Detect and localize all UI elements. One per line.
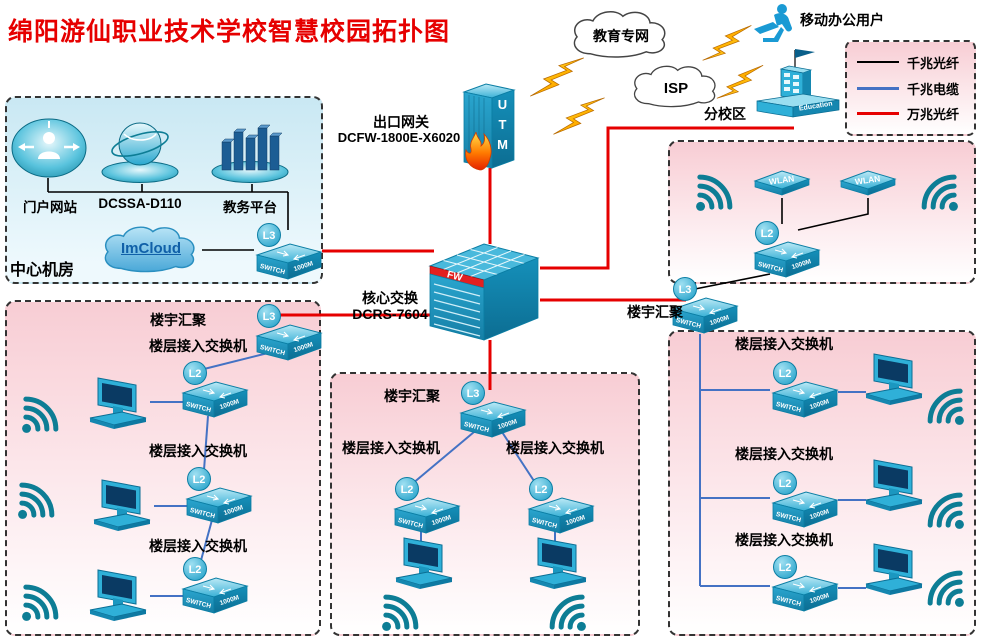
floor-switch-label: 楼层接入交换机 (149, 338, 247, 354)
utm-device-text: UTM (495, 97, 510, 157)
lightning-bolt-icon (700, 22, 754, 62)
core-name-label: 核心交换 (362, 290, 418, 306)
l2-switch-icon (176, 556, 250, 616)
legend: 千兆光纤 千兆电缆 万兆光纤 (845, 40, 976, 136)
floor-switch-label: 楼层接入交换机 (506, 440, 604, 456)
legend-label: 万兆光纤 (907, 107, 960, 123)
l2-switch-icon (766, 360, 840, 420)
portal-website-label: 门户网站 (23, 200, 77, 215)
imcloud-label: ImCloud (121, 240, 181, 257)
wlan-ap-icon (838, 164, 898, 200)
l2-switch-icon (388, 476, 462, 536)
center-room-l3-switch-icon (250, 222, 324, 282)
academic-platform-label: 教务平台 (223, 200, 277, 215)
workstation-icon (86, 568, 150, 628)
wlan-ap-icon (752, 164, 812, 200)
aggregation-label: 楼宇汇聚 (150, 312, 206, 328)
center-room-title: 中心机房 (10, 262, 75, 279)
flame-icon (465, 131, 492, 171)
mobile-user-label: 移动办公用户 (800, 12, 884, 28)
l2-switch-icon (766, 554, 840, 614)
legend-row: 千兆电缆 (857, 79, 964, 98)
branch-campus-building-icon: Education (756, 49, 840, 118)
utm-gateway-icon (462, 83, 516, 171)
workstation-icon (86, 376, 150, 436)
security-appliance-label: DCSSA-D110 (98, 196, 182, 211)
core-model-label: DCRS-7604 (352, 306, 428, 322)
floor-switch-label: 楼层接入交换机 (149, 538, 247, 554)
floor-switch-label: 楼层接入交换机 (735, 446, 833, 462)
portal-website-icon (11, 118, 87, 178)
lightning-bolt-icon (548, 96, 610, 138)
legend-line-fiber10g (857, 112, 899, 116)
page-title: 绵阳游仙职业技术学校智慧校园拓扑图 (8, 18, 451, 46)
legend-line-fiber1g (857, 61, 899, 64)
gateway-model-label: DCFW-1800E-X6020 (337, 130, 461, 145)
branch-campus-label: 分校区 (704, 106, 746, 122)
floor-switch-label: 楼层接入交换机 (149, 443, 247, 459)
l2-switch-icon (766, 470, 840, 530)
floor-switch-label: 楼层接入交换机 (735, 336, 833, 352)
floor-switch-label: 楼层接入交换机 (342, 440, 440, 456)
aggregation-label: 楼宇汇聚 (627, 304, 683, 320)
mobile-user-icon (750, 2, 800, 44)
legend-line-copper1g (857, 86, 899, 90)
l2-switch-icon (522, 476, 596, 536)
legend-row: 千兆光纤 (857, 53, 964, 72)
legend-label: 千兆电缆 (907, 81, 960, 97)
isp-cloud-label: ISP (663, 80, 689, 97)
l2-switch-icon (176, 360, 250, 420)
left-l3-switch-icon (250, 303, 324, 363)
workstation-icon (90, 478, 154, 538)
aggregation-label: 楼宇汇聚 (384, 388, 440, 404)
gateway-name-label: 出口网关 (373, 114, 429, 130)
lightning-bolt-icon (528, 56, 586, 100)
legend-row: 万兆光纤 (857, 104, 964, 123)
security-appliance-icon (101, 122, 179, 183)
floor-switch-label: 楼层接入交换机 (735, 532, 833, 548)
core-switch-icon: FW (428, 243, 540, 341)
education-cloud-label: 教育专网 (593, 28, 649, 44)
middle-l3-switch-icon (454, 380, 528, 440)
academic-platform-icon (211, 124, 289, 183)
l2-switch-icon (748, 220, 822, 280)
legend-label: 千兆光纤 (907, 55, 960, 71)
l2-switch-icon (180, 466, 254, 526)
